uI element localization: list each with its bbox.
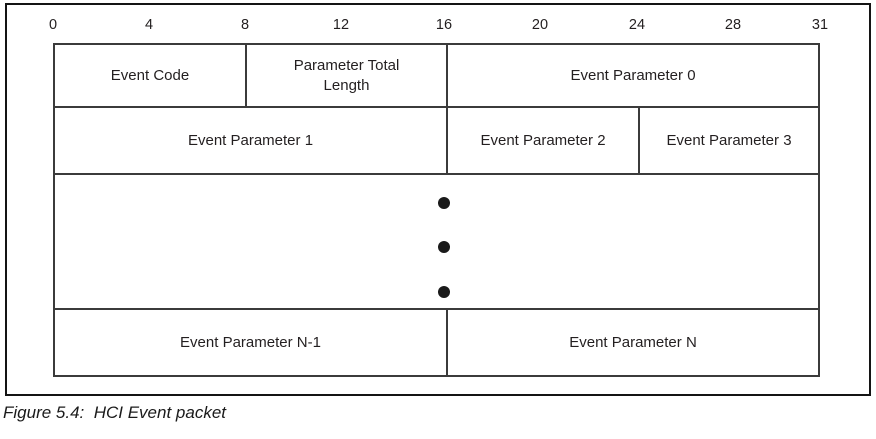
packet-row-ellipsis <box>55 175 818 310</box>
bit-label-31: 31 <box>811 17 829 33</box>
figure-border: 0 4 8 12 16 20 24 28 31 Event Code Param… <box>5 3 871 396</box>
field-event-code: Event Code <box>55 45 247 106</box>
field-label: Event Parameter 0 <box>570 66 696 84</box>
field-label: Event Parameter N <box>569 333 697 351</box>
ellipsis-dot <box>438 241 450 253</box>
bit-label-28: 28 <box>724 17 742 33</box>
field-label: Event Code <box>110 66 190 84</box>
packet-table: Event Code Parameter Total Length Event … <box>53 43 820 377</box>
field-event-parameter-2: Event Parameter 2 <box>448 108 640 173</box>
bit-label-8: 8 <box>240 17 250 33</box>
field-parameter-total-length: Parameter Total Length <box>247 45 448 106</box>
field-label: Event Parameter N-1 <box>180 333 321 351</box>
bit-label-24: 24 <box>628 17 646 33</box>
packet-row-2: Event Parameter 1 Event Parameter 2 Even… <box>55 108 818 175</box>
packet-row-1: Event Code Parameter Total Length Event … <box>55 45 818 108</box>
field-label: Parameter Total Length <box>293 57 400 94</box>
ellipsis-dot <box>438 286 450 298</box>
bit-label-20: 20 <box>531 17 549 33</box>
field-event-parameter-n-1: Event Parameter N-1 <box>55 310 448 375</box>
field-event-parameter-1: Event Parameter 1 <box>55 108 448 173</box>
ellipsis-dot <box>438 197 450 209</box>
packet-row-4: Event Parameter N-1 Event Parameter N <box>55 310 818 375</box>
field-event-parameter-3: Event Parameter 3 <box>640 108 818 173</box>
bit-label-0: 0 <box>48 17 58 33</box>
bit-label-12: 12 <box>332 17 350 33</box>
field-event-parameter-n: Event Parameter N <box>448 310 818 375</box>
figure-caption: Figure 5.4: HCI Event packet <box>3 403 226 422</box>
field-label: Event Parameter 3 <box>666 131 792 149</box>
field-label: Event Parameter 1 <box>187 131 314 149</box>
field-label: Event Parameter 2 <box>480 131 606 149</box>
bit-label-4: 4 <box>144 17 154 33</box>
field-event-parameter-0: Event Parameter 0 <box>448 45 818 106</box>
bit-label-16: 16 <box>435 17 453 33</box>
